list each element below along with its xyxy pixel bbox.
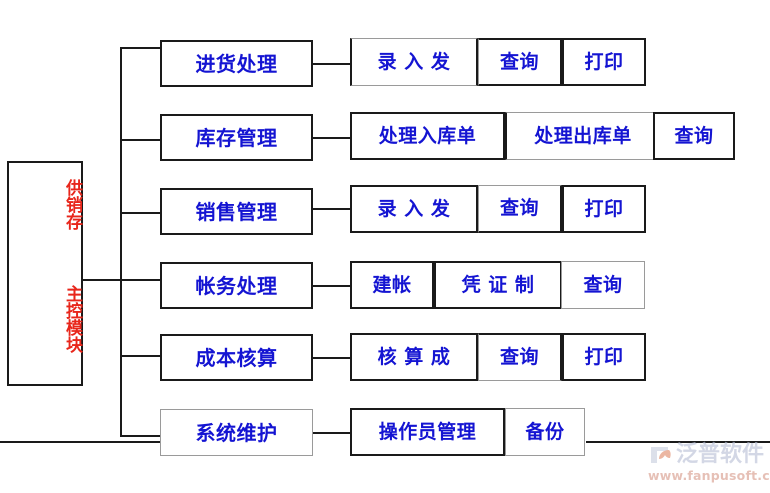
module-box-5[interactable]: 成本核算 <box>160 334 313 381</box>
root-module-box[interactable]: 供销存 主控模块 <box>7 161 83 386</box>
connector-module-3-to-functions <box>313 208 351 210</box>
function-box-1-2[interactable]: 查询 <box>478 38 562 86</box>
function-box-2-1[interactable]: 处理入库单 <box>350 112 505 160</box>
function-box-1-1[interactable]: 录 入 发 <box>350 38 478 86</box>
connector-spine-to-module-3 <box>120 212 162 214</box>
connector-spine-to-module-2 <box>120 139 162 141</box>
function-box-4-3[interactable]: 查询 <box>561 261 645 309</box>
connector-module-2-to-functions <box>313 137 351 139</box>
function-box-1-3[interactable]: 打印 <box>562 38 646 86</box>
connector-spine-to-module-5 <box>120 355 162 357</box>
function-box-6-2[interactable]: 备份 <box>505 408 585 456</box>
root-label-line-1: 供销存 <box>62 178 82 230</box>
connector-module-1-to-functions <box>313 63 351 65</box>
connector-spine <box>120 47 122 437</box>
connector-root-trunk <box>83 279 122 281</box>
root-label-line-2: 主控模块 <box>62 285 82 353</box>
connector-module-4-to-functions <box>313 285 351 287</box>
function-box-4-2[interactable]: 凭 证 制 <box>434 261 562 309</box>
connector-bottom-right-rail <box>586 441 770 443</box>
function-box-2-2[interactable]: 处理出库单 <box>505 112 660 160</box>
module-box-1[interactable]: 进货处理 <box>160 40 313 87</box>
module-box-2[interactable]: 库存管理 <box>160 114 313 161</box>
connector-bottom-left-rail <box>0 441 161 443</box>
module-box-4[interactable]: 帐务处理 <box>160 262 313 309</box>
connector-spine-to-module-6 <box>120 435 162 437</box>
module-box-3[interactable]: 销售管理 <box>160 188 313 235</box>
function-box-5-3[interactable]: 打印 <box>562 333 646 381</box>
connector-module-5-to-functions <box>313 357 351 359</box>
connector-spine-to-module-4 <box>120 279 162 281</box>
connector-spine-to-module-1 <box>120 47 162 49</box>
function-box-3-3[interactable]: 打印 <box>562 185 646 233</box>
fanpusoft-watermark: 泛普软件 www.fanpusoft.com <box>648 440 770 488</box>
function-box-6-1[interactable]: 操作员管理 <box>350 408 505 456</box>
function-box-5-1[interactable]: 核 算 成 <box>350 333 478 381</box>
connector-module-6-to-functions <box>313 432 351 434</box>
fanpusoft-logo-icon <box>648 442 674 468</box>
function-box-2-3[interactable]: 查询 <box>653 112 735 160</box>
function-box-3-2[interactable]: 查询 <box>478 185 562 233</box>
function-box-3-1[interactable]: 录 入 发 <box>350 185 478 233</box>
fanpusoft-url-text: www.fanpusoft.com <box>648 468 770 483</box>
module-box-6[interactable]: 系统维护 <box>160 409 313 456</box>
function-box-4-1[interactable]: 建帐 <box>350 261 434 309</box>
fanpusoft-brand-text: 泛普软件 <box>676 442 765 467</box>
function-box-5-2[interactable]: 查询 <box>478 333 562 381</box>
